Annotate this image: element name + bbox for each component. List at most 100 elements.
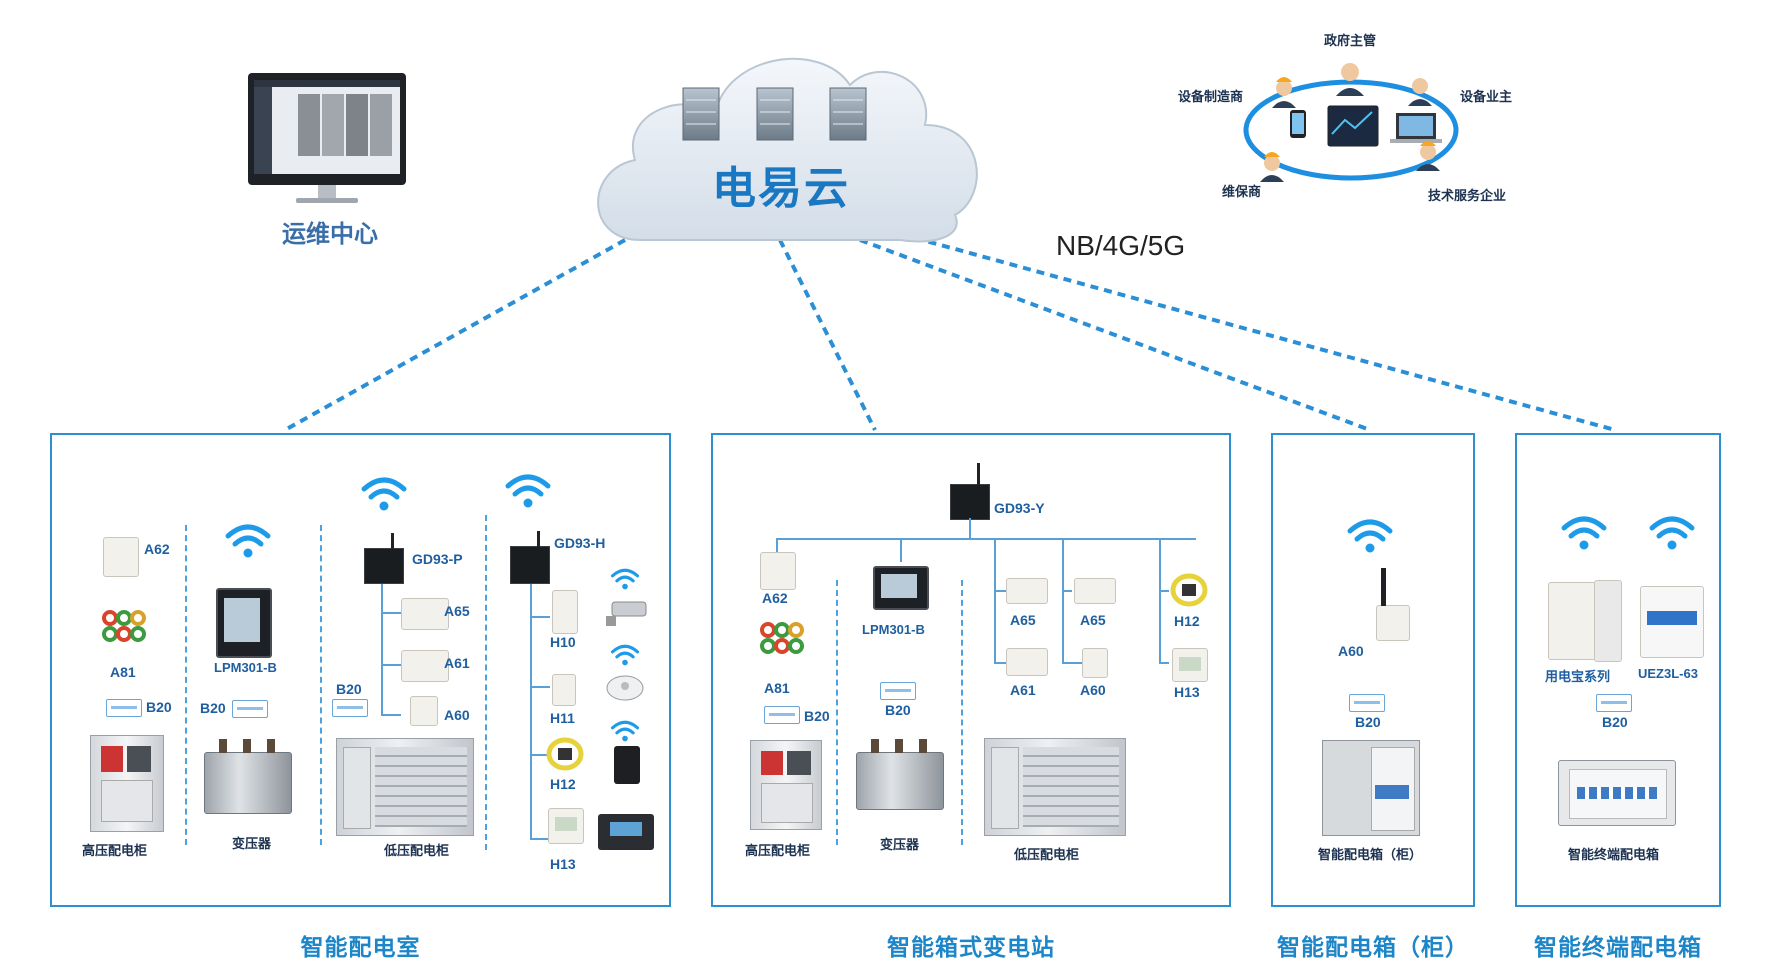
distribution-box [1322,740,1420,836]
label-a81: A81 [110,664,136,680]
b20-device [106,699,142,717]
wifi-icon [1648,514,1696,552]
stakeholder-owner: 设备业主 [1460,89,1513,104]
camera-icon [604,598,650,628]
section-title-terminal-box: 智能终端配电箱 [1534,934,1702,960]
label-h10: H10 [550,634,576,650]
lpm301-meter [873,566,929,610]
label-a60: A60 [1080,682,1106,698]
b20-device [880,682,916,700]
link-box-substation [778,239,877,431]
branch-line [1062,662,1082,664]
gd93-h-gateway [510,531,550,584]
cloud-name: 电易云 [712,164,850,213]
server-icon [756,87,794,141]
branch-line [1159,662,1169,664]
stakeholder-tech-service: 技术服务企业 [1428,188,1507,203]
wifi-icon [504,472,552,510]
label-a65: A65 [1080,612,1106,628]
h11-sensor [552,674,576,706]
label-b20: B20 [146,699,172,715]
label-b20: B20 [885,702,911,718]
a60-module [1082,648,1108,678]
h13-sensor [1172,648,1208,682]
lpm301-meter [216,588,272,658]
a61-module [401,650,449,682]
ops-center-label: 运维中心 [282,221,378,248]
branch-line [530,838,550,840]
label-gd93-p: GD93-P [412,551,463,567]
b20-device [232,700,268,718]
divider [320,525,322,845]
wifi-icon [1560,514,1608,552]
stakeholder-manufacturer: 设备制造商 [1178,89,1244,104]
label-h12: H12 [550,776,576,792]
label-gd93-y: GD93-Y [994,500,1045,516]
uez3l-breaker [1640,586,1704,658]
label-a62: A62 [144,541,170,557]
label-lv-cabinet: 低压配电柜 [384,843,450,858]
cloud-icon [597,57,978,243]
label-lpm301: LPM301-B [214,660,277,675]
h12-sensor-icon [1170,572,1208,608]
a60-module [1376,568,1410,641]
wifi-icon [610,642,640,668]
label-gd93-h: GD93-H [554,535,606,551]
section-title-distribution-box: 智能配电箱（柜） [1277,934,1469,960]
link-substation-room [284,238,626,432]
government-person-icon [1336,63,1364,96]
label-hv-cabinet: 高压配电柜 [745,843,811,858]
label-a65: A65 [1010,612,1036,628]
label-h12: H12 [1174,613,1200,629]
branch-line [994,662,1008,664]
branch-line [1062,590,1072,592]
tech-service-person-icon [1416,141,1440,171]
label-b20: B20 [804,708,830,724]
branch-line [381,714,401,716]
a65-module [401,598,449,630]
label-b20: B20 [336,681,362,697]
label-h13: H13 [550,856,576,872]
label-a61: A61 [1010,682,1036,698]
smoke-detector-icon [604,672,646,702]
bus-line [776,538,1196,540]
bus-line [381,584,403,714]
owner-person-icon [1408,78,1432,106]
hv-cabinet [750,740,822,830]
label-power-series: 用电宝系列 [1545,669,1611,684]
power-series-device [1594,580,1622,662]
divider [185,525,187,845]
wifi-icon [360,475,408,513]
h13-sensor [548,808,584,844]
drop-line [994,538,996,662]
wifi-icon [224,522,272,560]
terminal-distribution-box [1558,760,1676,826]
gd93-p-gateway [364,533,404,584]
network-label: NB/4G/5G [1056,230,1186,261]
drop-line [1159,538,1161,662]
manufacturer-person-icon [1272,77,1296,108]
panel-terminal-box [1515,433,1721,907]
controller-icon [598,814,654,850]
b20-device [332,699,368,717]
label-b20: B20 [1355,714,1381,730]
stakeholder-ring [1243,79,1459,181]
label-lv-cabinet: 低压配电柜 [1014,847,1080,862]
label-a62: A62 [762,590,788,606]
server-icon [829,87,867,141]
transformer [856,739,944,810]
a62-module [760,552,796,590]
branch-line [994,590,1008,592]
access-reader-icon [614,746,640,784]
label-lpm301: LPM301-B [862,622,925,637]
label-terminal-box: 智能终端配电箱 [1568,847,1660,862]
label-a81: A81 [764,680,790,696]
link-distribution-box [859,238,1371,432]
lv-cabinet [984,738,1126,836]
branch-line [530,686,550,688]
server-icon [682,87,720,141]
maintainer-person-icon [1260,152,1284,182]
power-series-device [1548,582,1596,660]
stakeholder-maintainer: 维保商 [1222,184,1262,199]
